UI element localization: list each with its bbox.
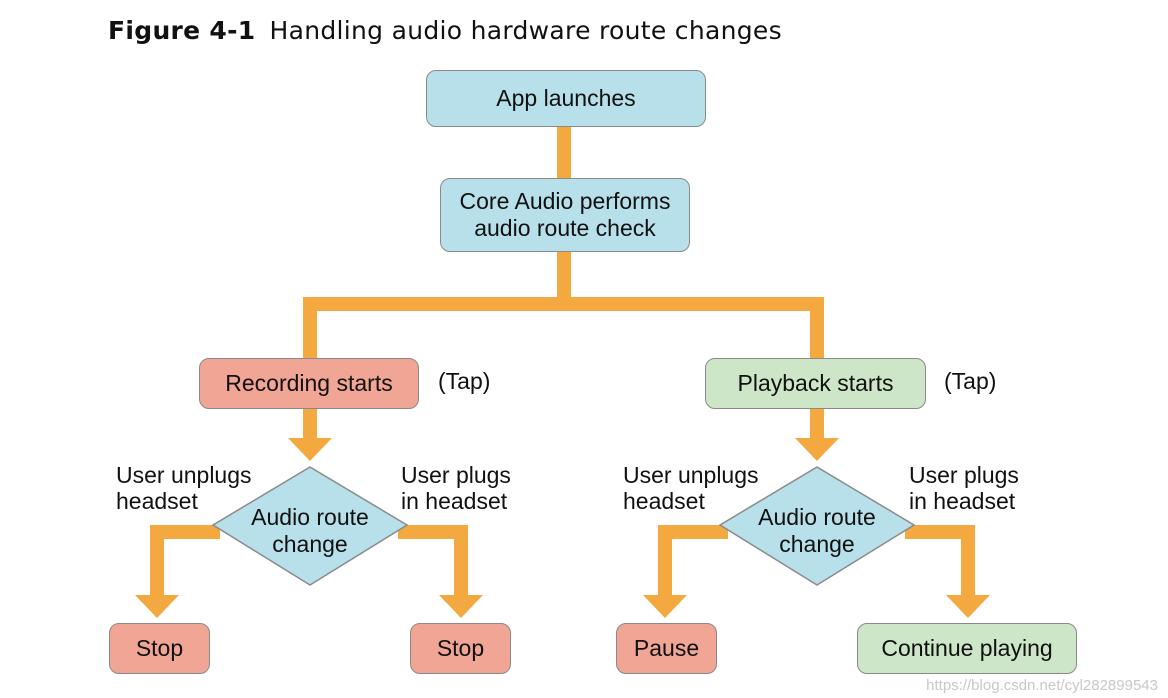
connector-split-bar bbox=[303, 297, 824, 311]
branch-right-plug-h bbox=[905, 525, 975, 539]
arrow-head-pause bbox=[643, 595, 687, 618]
node-app-launches: App launches bbox=[426, 70, 706, 127]
branch-left-plug-v bbox=[454, 525, 468, 597]
node-stop-unplug: Stop bbox=[109, 623, 210, 674]
branch-right-plug-v bbox=[961, 525, 975, 597]
label-tap-right: (Tap) bbox=[944, 368, 997, 394]
arrow-head-left-stop-2 bbox=[439, 595, 483, 618]
label-right-plugs: User plugs in headset bbox=[909, 462, 1019, 514]
branch-left-unplug-v bbox=[150, 525, 164, 597]
node-continue-playing: Continue playing bbox=[857, 623, 1077, 674]
arrow-stem-left bbox=[303, 408, 317, 440]
node-stop-plug: Stop bbox=[410, 623, 511, 674]
branch-right-unplug-h bbox=[658, 525, 728, 539]
label-left-plugs: User plugs in headset bbox=[401, 462, 511, 514]
figure-caption: Figure 4-1 Handling audio hardware route … bbox=[108, 15, 782, 46]
connector-app-to-core bbox=[557, 127, 571, 179]
arrow-head-left-stop-1 bbox=[135, 595, 179, 618]
arrow-head-continue bbox=[946, 595, 990, 618]
arrow-stem-right bbox=[810, 408, 824, 440]
connector-right-down bbox=[810, 297, 824, 359]
node-playback-starts: Playback starts bbox=[705, 358, 926, 409]
node-pause: Pause bbox=[616, 623, 717, 674]
decision-label-left: Audio route change bbox=[251, 504, 369, 557]
branch-right-unplug-v bbox=[658, 525, 672, 597]
connector-left-down bbox=[303, 297, 317, 359]
node-recording-starts: Recording starts bbox=[199, 358, 419, 409]
label-tap-left: (Tap) bbox=[438, 368, 491, 394]
branch-left-unplug-h bbox=[150, 525, 220, 539]
label-left-unplugs: User unplugs headset bbox=[116, 462, 252, 514]
decision-diamond-left bbox=[211, 466, 409, 586]
label-right-unplugs: User unplugs headset bbox=[623, 462, 759, 514]
figure-number: Figure 4-1 bbox=[108, 16, 256, 45]
arrow-head-right bbox=[795, 438, 839, 461]
watermark: https://blog.csdn.net/cyl282899543 bbox=[926, 677, 1158, 694]
branch-left-plug-h bbox=[398, 525, 468, 539]
node-core-audio-check: Core Audio performs audio route check bbox=[440, 178, 690, 252]
decision-label-right: Audio route change bbox=[758, 504, 876, 557]
figure-title: Handling audio hardware route changes bbox=[269, 16, 782, 45]
connector-core-down bbox=[557, 251, 571, 303]
arrow-head-left bbox=[288, 438, 332, 461]
decision-diamond-right bbox=[718, 466, 916, 586]
